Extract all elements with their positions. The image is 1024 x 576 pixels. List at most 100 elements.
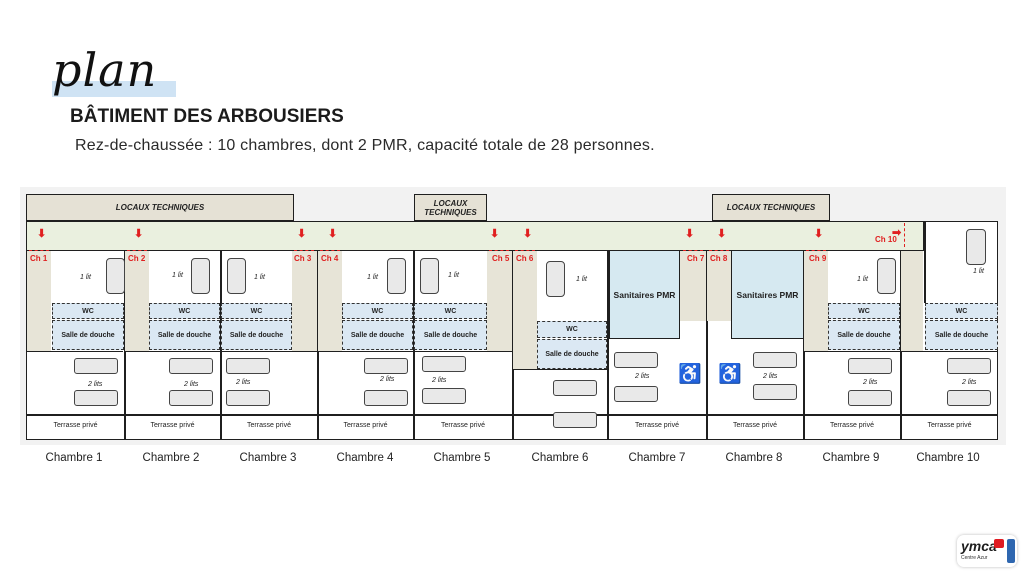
- room-10-top: [924, 221, 998, 251]
- single-bed-2: [191, 258, 210, 294]
- beds-label-7: 2 lits: [635, 373, 650, 380]
- entry-strip: [804, 251, 828, 351]
- bed: [614, 386, 658, 402]
- room-name-3: Chambre 3: [239, 452, 297, 464]
- bed: [169, 390, 213, 406]
- terrasse-9: Terrasse privé: [830, 422, 874, 429]
- wall: [924, 221, 926, 303]
- beds-label-4: 2 lits: [380, 376, 395, 383]
- terrasse-7: Terrasse privé: [635, 422, 679, 429]
- logo-red-mark: [994, 539, 1004, 548]
- door: [683, 250, 703, 251]
- bed: [169, 358, 213, 374]
- room-tag-6: Ch 6: [516, 254, 534, 263]
- bed: [947, 358, 991, 374]
- down-arrow-icon: ⬇: [523, 228, 533, 240]
- locaux-techniques-3: LOCAUX TECHNIQUES: [712, 194, 830, 221]
- salle-de-douche-4: Salle de douche: [342, 320, 413, 350]
- bed-label-4: 1 lit: [367, 274, 378, 281]
- bed: [553, 412, 597, 428]
- terrasse-1: Terrasse privé: [53, 422, 98, 429]
- single-bed-6: [546, 261, 565, 297]
- bed: [422, 388, 466, 404]
- bed: [422, 356, 466, 372]
- bed: [364, 390, 408, 406]
- bed: [226, 358, 270, 374]
- single-bed-3: [227, 258, 246, 294]
- wc-2: WC: [149, 303, 220, 319]
- entry-strip: [292, 251, 317, 351]
- salle-de-douche-2: Salle de douche: [149, 320, 220, 350]
- ymca-logo: ymca Centre Azur: [957, 535, 1017, 567]
- entry-strip: [680, 251, 706, 321]
- bed-label-1: 1 lit: [80, 274, 91, 281]
- single-bed-4: [387, 258, 406, 294]
- single-bed-1: [106, 258, 125, 294]
- bed: [753, 352, 797, 368]
- logo-brand: ymca: [961, 538, 997, 554]
- wall: [803, 250, 805, 440]
- down-arrow-icon: ⬇: [37, 228, 47, 240]
- entry-strip: [27, 251, 51, 351]
- room-name-8: Chambre 8: [725, 452, 783, 464]
- beds-label-1: 2 lits: [88, 381, 103, 388]
- wall: [512, 250, 514, 440]
- bed-label-5: 1 lit: [448, 272, 459, 279]
- wc-3: WC: [221, 303, 292, 319]
- wc-5: WC: [414, 303, 487, 319]
- down-arrow-icon: ⬇: [328, 228, 338, 240]
- beds-label-9: 2 lits: [863, 379, 878, 386]
- room-tag-10: Ch 10: [875, 235, 897, 244]
- door: [294, 250, 314, 251]
- wall: [124, 250, 126, 440]
- bed-label-6: 1 lit: [576, 276, 587, 283]
- bed: [614, 352, 658, 368]
- floor-description: Rez-de-chaussée : 10 chambres, dont 2 PM…: [75, 137, 655, 154]
- entry-strip: [901, 251, 923, 351]
- entry-strip: [318, 251, 342, 351]
- wall: [607, 250, 609, 440]
- room-tag-2: Ch 2: [128, 254, 146, 263]
- door: [320, 250, 340, 251]
- wc-6: WC: [537, 321, 607, 338]
- wc-4: WC: [342, 303, 413, 319]
- wall: [220, 250, 222, 440]
- wc-10: WC: [925, 303, 998, 319]
- wheelchair-icon: ♿: [718, 364, 742, 385]
- beds-label-8: 2 lits: [763, 373, 778, 380]
- room-tag-5: Ch 5: [492, 254, 510, 263]
- down-arrow-icon: ⬇: [134, 228, 144, 240]
- separator: [513, 369, 607, 371]
- door: [709, 250, 729, 251]
- salle-de-douche-6: Salle de douche: [537, 339, 607, 369]
- title-highlight: [52, 81, 176, 97]
- down-arrow-icon: ⬇: [814, 228, 824, 240]
- entry-strip: [513, 251, 537, 369]
- logo-blue-mark: [1007, 539, 1015, 563]
- bed-label-2: 1 lit: [172, 272, 183, 279]
- room-name-2: Chambre 2: [142, 452, 200, 464]
- separator: [804, 351, 998, 353]
- beds-label-5: 2 lits: [432, 377, 447, 384]
- locaux-techniques-1: LOCAUX TECHNIQUES: [26, 194, 294, 221]
- bed-label-10: 1 lit: [973, 268, 984, 275]
- door: [29, 250, 49, 251]
- wall: [317, 250, 319, 440]
- single-bed-9: [877, 258, 896, 294]
- single-bed-5: [420, 258, 439, 294]
- building-title: BÂTIMENT DES ARBOUSIERS: [70, 106, 344, 127]
- bed: [848, 358, 892, 374]
- room-name-5: Chambre 5: [433, 452, 491, 464]
- separator: [27, 351, 123, 353]
- down-arrow-icon: ⬇: [297, 228, 307, 240]
- room-tag-7: Ch 7: [687, 254, 705, 263]
- down-arrow-icon: ⬇: [490, 228, 500, 240]
- wheelchair-icon: ♿: [678, 364, 702, 385]
- entry-strip: [125, 251, 149, 351]
- door: [806, 250, 826, 251]
- door: [127, 250, 147, 251]
- bed: [753, 384, 797, 400]
- terrasse-2: Terrasse privé: [150, 422, 195, 429]
- terrasse-10: Terrasse privé: [927, 422, 972, 429]
- terrasse-4: Terrasse privé: [343, 422, 388, 429]
